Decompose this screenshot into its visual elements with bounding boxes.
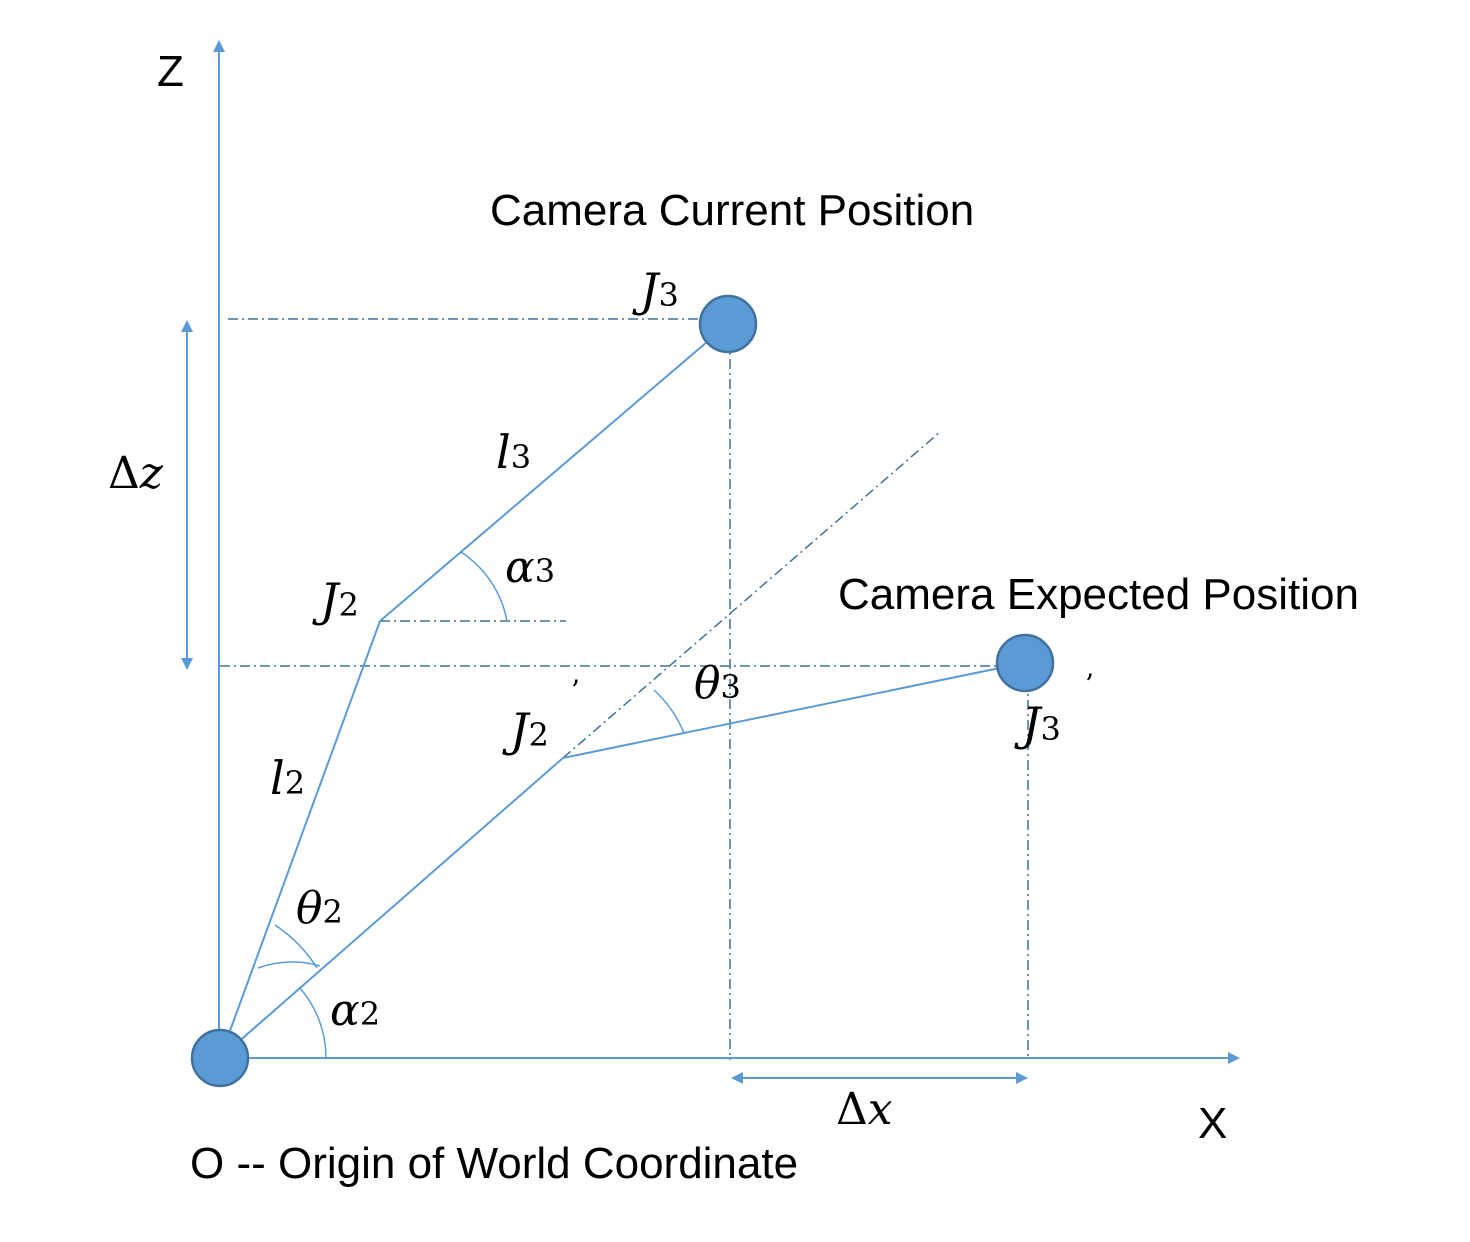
link-l2-prime <box>219 757 564 1059</box>
link-l3-prime <box>562 662 1025 759</box>
link-l2 <box>219 620 381 1059</box>
link-l3 <box>379 323 729 622</box>
current-position-label: Camera Current Position <box>490 186 974 235</box>
delta-z-symbol: Δz <box>108 448 164 499</box>
j3-prime-mark: ’ <box>1085 668 1094 701</box>
origin-joint <box>190 1028 250 1088</box>
z-axis-label: Z <box>157 47 184 96</box>
j3-symbol: J3 <box>632 263 679 317</box>
j2-prime-symbol: J2 <box>502 703 549 757</box>
alpha3-symbol: α3 <box>505 542 555 593</box>
camera-expected-joint <box>995 633 1055 693</box>
theta2-arc-inner <box>274 924 318 969</box>
expected-position-label: Camera Expected Position <box>838 570 1359 619</box>
link2-prime-extension <box>562 431 941 759</box>
j3-prime-symbol: J3 <box>1014 697 1061 751</box>
theta2-symbol: θ2 <box>296 883 343 934</box>
alpha3-arc <box>460 551 508 622</box>
x-axis-label: X <box>1198 1099 1227 1148</box>
theta3-symbol: θ3 <box>694 658 741 709</box>
l3-symbol: l3 <box>496 425 531 479</box>
delta-x-symbol: Δx <box>836 1084 893 1135</box>
j2-symbol: J2 <box>312 573 359 627</box>
camera-current-joint <box>698 294 758 354</box>
alpha2-arc <box>298 986 327 1059</box>
j2-prime-mark: ’ <box>571 674 580 707</box>
theta3-arc <box>653 689 685 734</box>
l2-symbol: l2 <box>270 751 305 805</box>
alpha2-symbol: α2 <box>330 985 380 1036</box>
origin-label: O -- Origin of World Coordinate <box>190 1139 798 1188</box>
theta2-arc <box>257 961 321 969</box>
